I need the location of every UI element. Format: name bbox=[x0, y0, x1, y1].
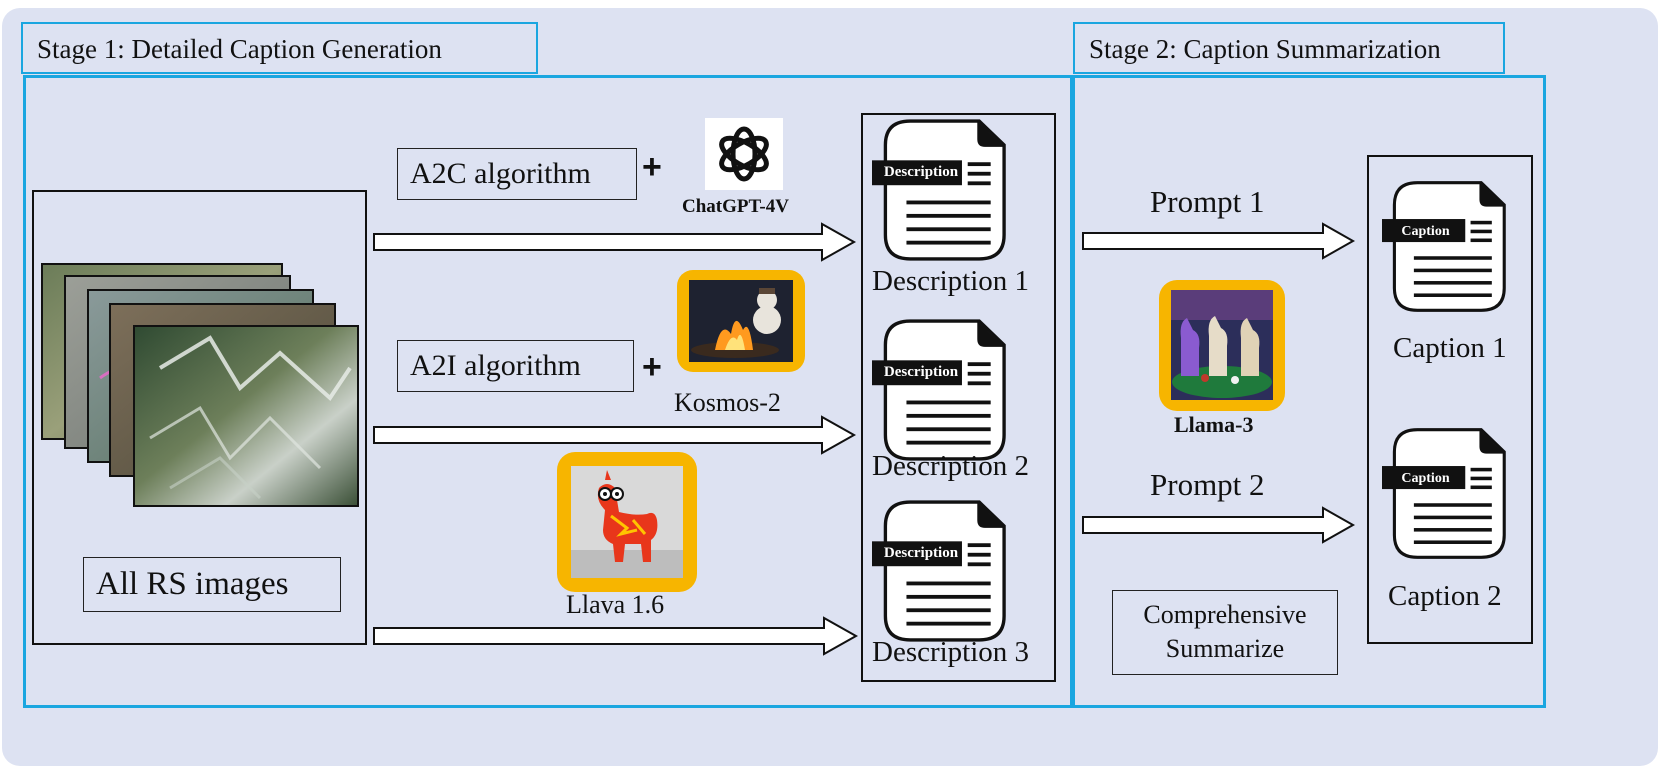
description-tag-2: Description bbox=[883, 364, 959, 380]
rs-images-box bbox=[32, 190, 367, 645]
chatgpt-model-name: ChatGPT-4V bbox=[682, 196, 789, 217]
kosmos-model-name: Kosmos-2 bbox=[674, 388, 781, 417]
caption-label-1: Caption 1 bbox=[1393, 332, 1507, 364]
descriptions-box bbox=[861, 113, 1056, 682]
prompt-2-label: Prompt 2 bbox=[1150, 467, 1265, 502]
chatgpt-logo-icon bbox=[705, 118, 783, 190]
description-tag-1: Description bbox=[883, 164, 959, 180]
stage2-frame bbox=[1072, 75, 1546, 708]
arrow-prompt-2 bbox=[1082, 506, 1356, 544]
description-label-1: Description 1 bbox=[872, 265, 1030, 297]
stage1-frame bbox=[23, 75, 1073, 708]
arrow-a2i bbox=[373, 415, 857, 455]
plus-sign-2: + bbox=[642, 348, 662, 386]
stage1-title: Stage 1: Detailed Caption Generation bbox=[21, 22, 538, 74]
llava-llama-icon bbox=[557, 452, 697, 592]
description-tag-3: Description bbox=[883, 545, 959, 561]
llama3-poker-icon bbox=[1159, 280, 1285, 411]
caption-tag-1: Caption bbox=[1401, 224, 1450, 239]
captions-box bbox=[1367, 155, 1533, 644]
comprehensive-summarize-box: Comprehensive Summarize bbox=[1112, 590, 1338, 675]
caption-document-icon-1 bbox=[1382, 180, 1506, 313]
summarize-line-1: Comprehensive bbox=[1143, 600, 1307, 629]
llama3-model-name: Llama-3 bbox=[1174, 412, 1254, 437]
caption-document-icon-2 bbox=[1382, 427, 1506, 560]
caption-tag-2: Caption bbox=[1401, 471, 1450, 486]
description-label-2: Description 2 bbox=[872, 450, 1030, 482]
description-document-icon-1 bbox=[872, 118, 1006, 262]
a2c-algorithm-label: A2C algorithm bbox=[397, 148, 637, 200]
llava-model-name: Llava 1.6 bbox=[566, 590, 665, 619]
stage2-title: Stage 2: Caption Summarization bbox=[1073, 22, 1505, 74]
description-label-3: Description 3 bbox=[872, 636, 1030, 668]
rs-images-label: All RS images bbox=[83, 557, 341, 612]
rs-image-stack bbox=[41, 263, 359, 507]
prompt-1-label: Prompt 1 bbox=[1150, 184, 1265, 219]
caption-label-2: Caption 2 bbox=[1388, 580, 1502, 612]
a2i-algorithm-label: A2I algorithm bbox=[397, 340, 634, 392]
summarize-line-2: Summarize bbox=[1165, 634, 1285, 663]
description-document-icon-3 bbox=[872, 499, 1006, 643]
arrow-a2c bbox=[373, 222, 857, 262]
kosmos-campfire-icon bbox=[677, 270, 805, 372]
arrow-llava bbox=[373, 616, 859, 656]
plus-sign-1: + bbox=[642, 148, 662, 186]
arrow-prompt-1 bbox=[1082, 222, 1356, 260]
description-document-icon-2 bbox=[872, 318, 1006, 462]
